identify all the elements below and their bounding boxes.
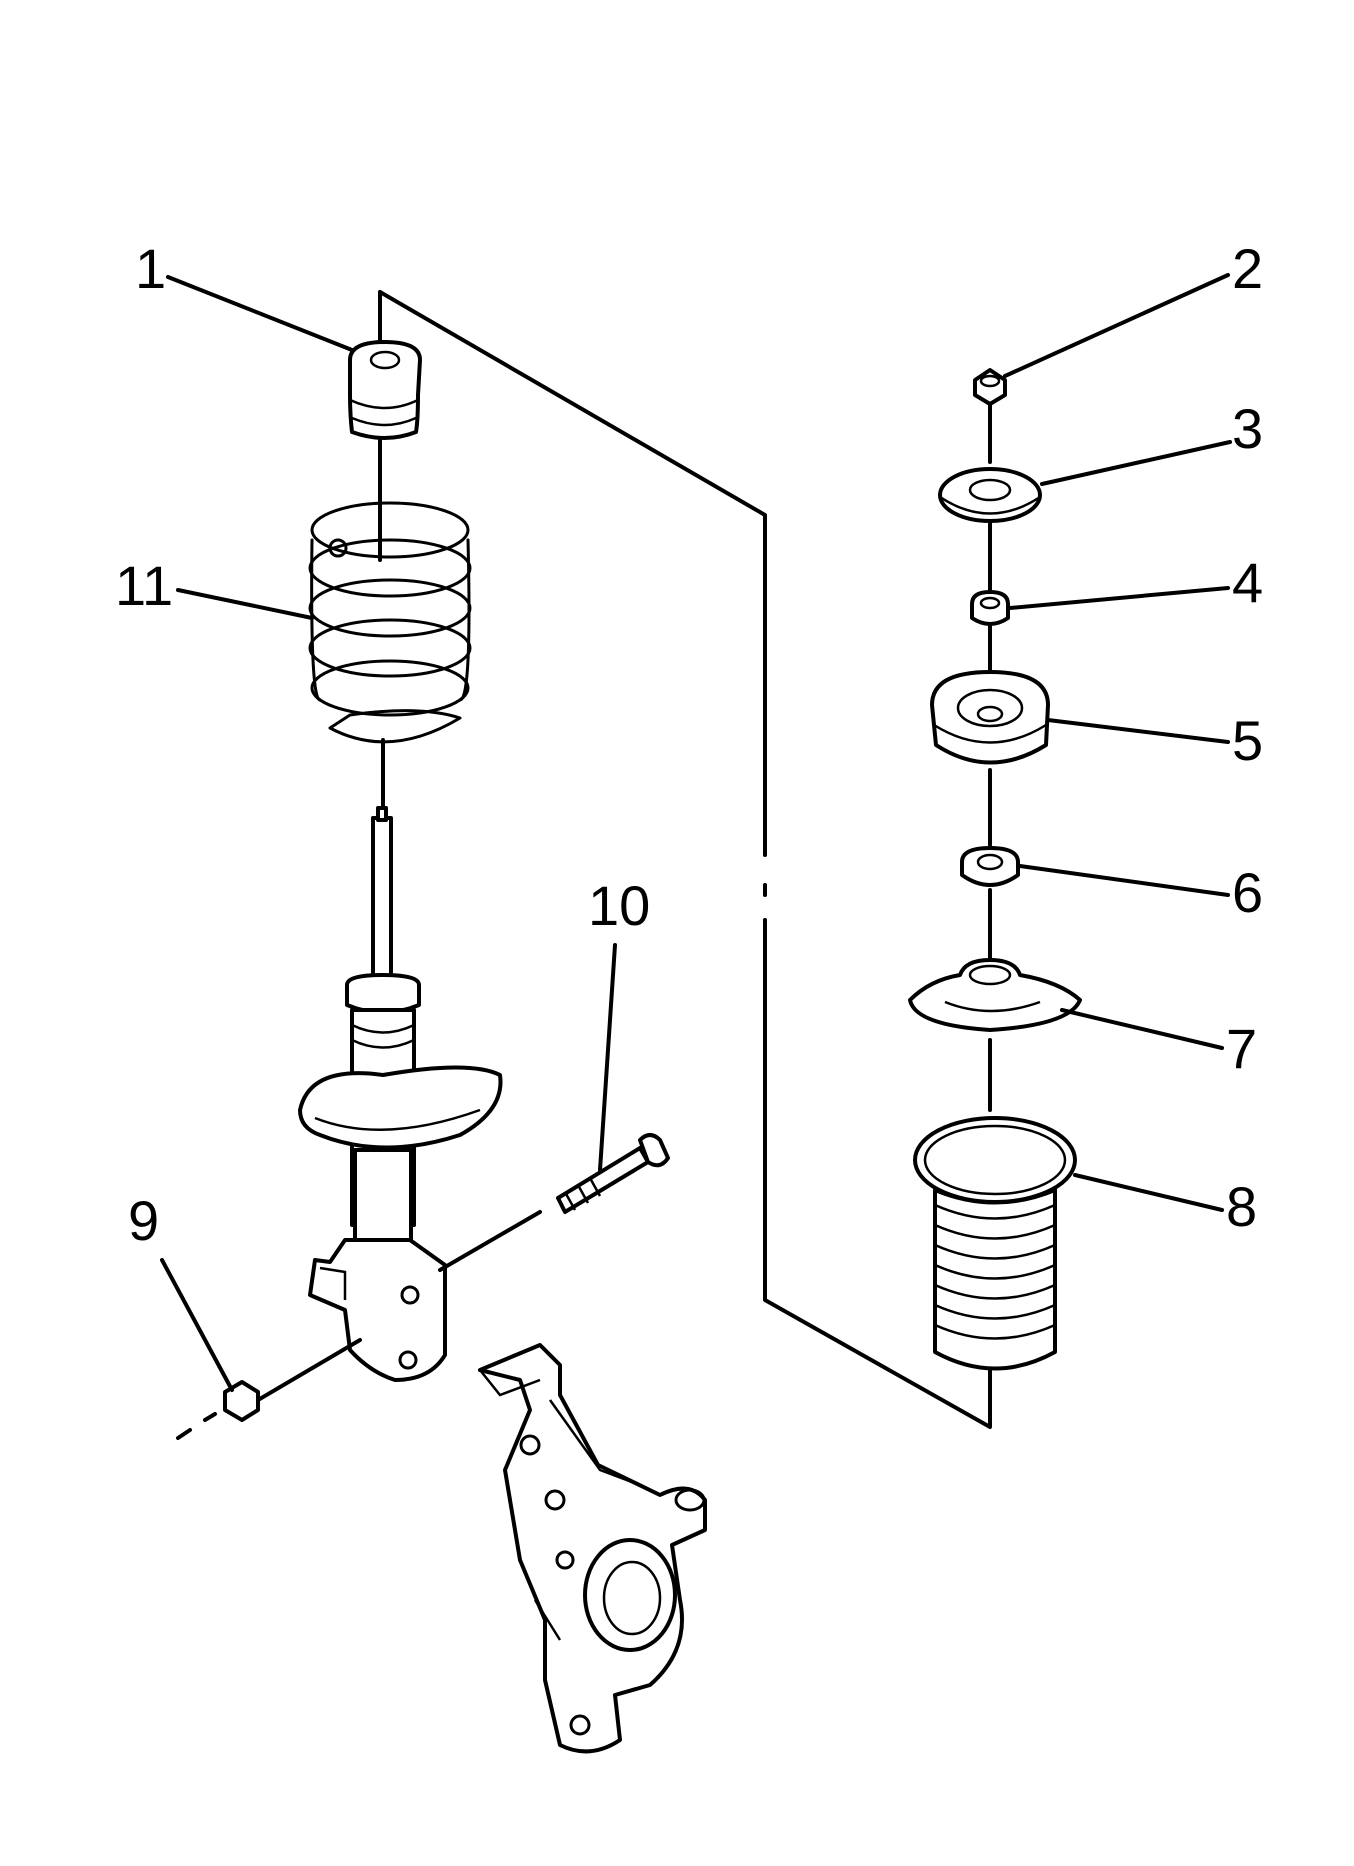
- upper-mount: [930, 670, 1050, 765]
- washer: [938, 467, 1042, 523]
- leader-lines: [160, 273, 1232, 1392]
- callout-8: 8: [1226, 1175, 1257, 1238]
- callout-11: 11: [115, 554, 173, 617]
- nut: [176, 1338, 362, 1440]
- coil-spring: [308, 501, 472, 744]
- callout-9: 9: [128, 1189, 159, 1252]
- dust-boot: [913, 1116, 1077, 1371]
- spacer: [970, 590, 1010, 626]
- spring-seat: [908, 958, 1082, 1032]
- upper-nut: [973, 368, 1007, 406]
- strut: [298, 806, 503, 1382]
- callout-7: 7: [1226, 1017, 1257, 1080]
- bolt: [438, 1133, 670, 1272]
- assembly-bracket-lines: [378, 290, 992, 1429]
- callout-1: 1: [135, 237, 166, 300]
- callout-4: 4: [1232, 551, 1263, 614]
- lower-insulator: [960, 846, 1020, 887]
- callout-labels: 1 2 3 4 5 6 7 8 9 10 11: [115, 237, 1263, 1252]
- callout-2: 2: [1232, 237, 1263, 300]
- bump-stop: [348, 340, 422, 440]
- callout-3: 3: [1232, 397, 1263, 460]
- callout-6: 6: [1232, 861, 1263, 924]
- callout-10: 10: [588, 874, 650, 937]
- callout-5: 5: [1232, 709, 1263, 772]
- steering-knuckle: [478, 1343, 707, 1754]
